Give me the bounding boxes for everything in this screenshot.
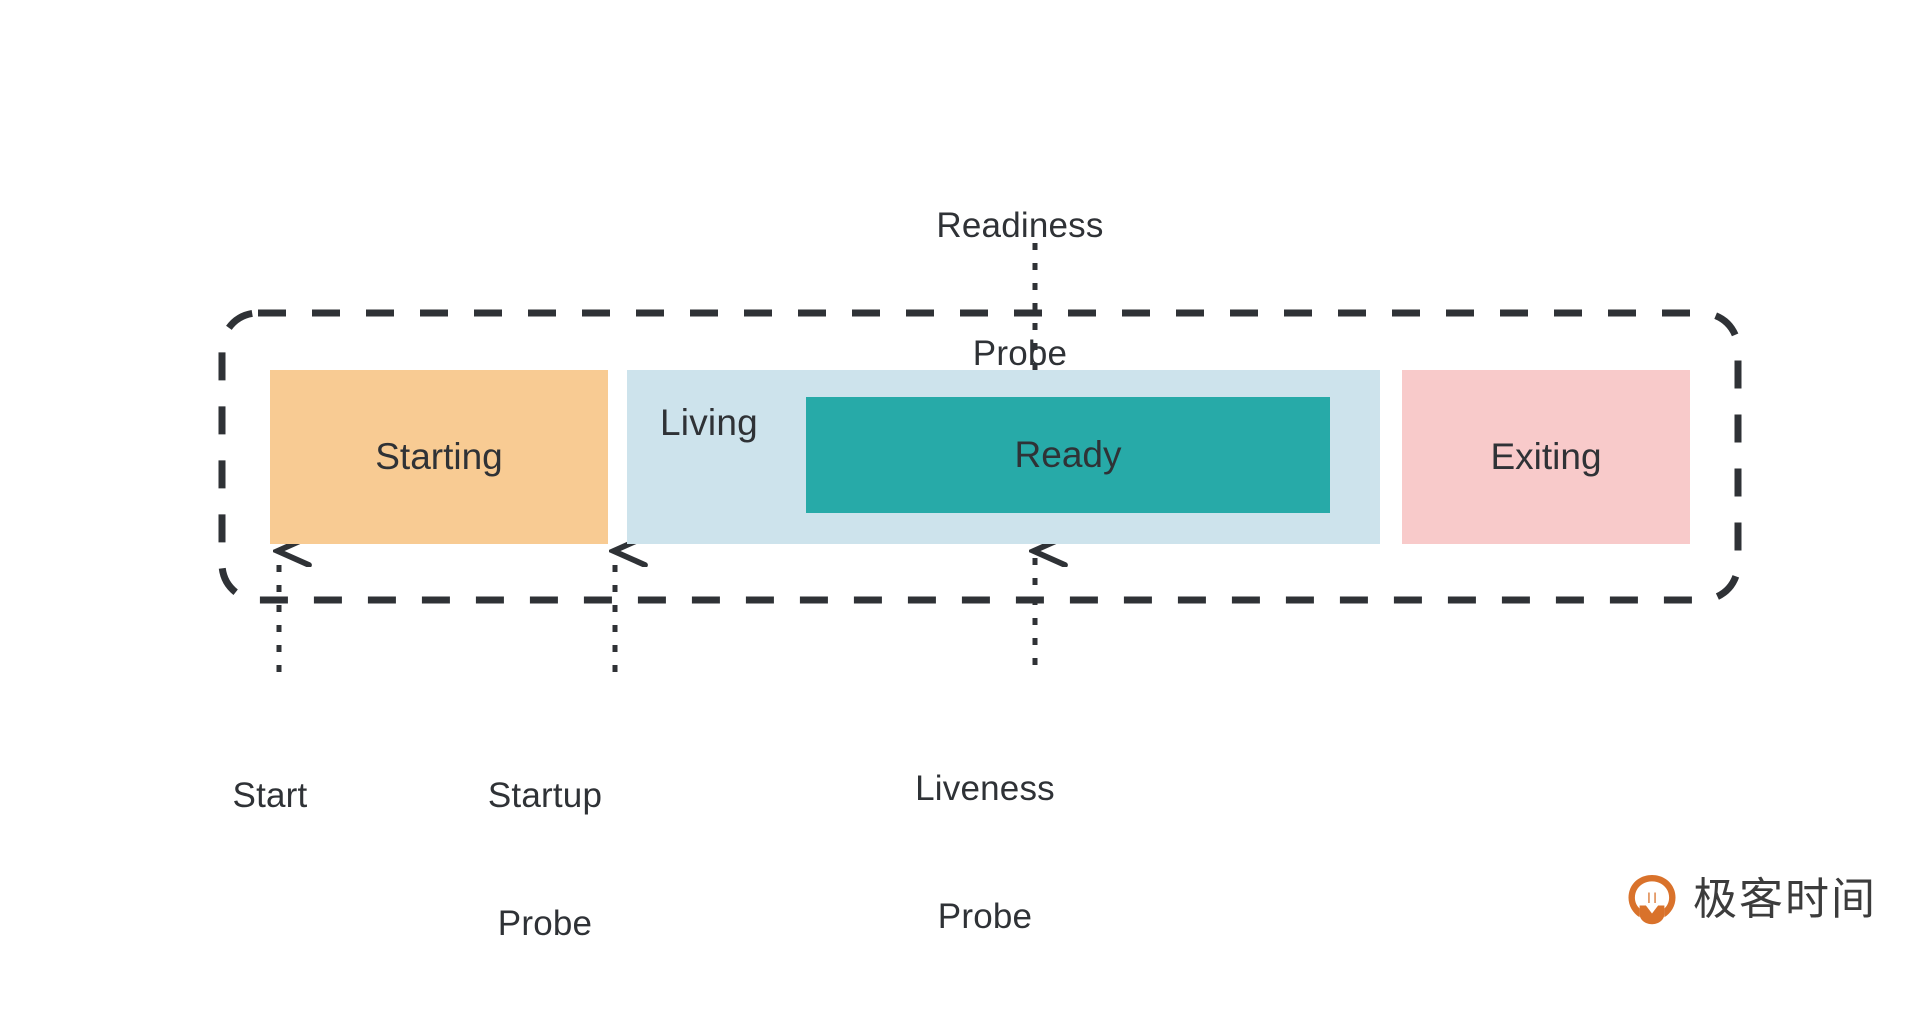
state-label-starting: Starting bbox=[375, 436, 503, 477]
state-label-living: Living bbox=[660, 402, 758, 443]
callout-startup-probe-line2: Probe bbox=[497, 904, 593, 944]
state-box-ready[interactable]: Ready bbox=[806, 397, 1330, 513]
state-box-starting[interactable]: Starting bbox=[270, 370, 608, 544]
pod-lifecycle-container bbox=[218, 309, 1742, 604]
state-box-exiting[interactable]: Exiting bbox=[1402, 370, 1690, 544]
state-label-exiting: Exiting bbox=[1490, 436, 1602, 477]
callout-readiness-probe-line1: Readiness bbox=[936, 206, 1104, 246]
brand-name: 极客时间 bbox=[1693, 874, 1877, 925]
callout-start: Start bbox=[170, 690, 370, 903]
callout-liveness-probe: Liveness Probe bbox=[860, 683, 1110, 1025]
callout-liveness-probe-line1: Liveness bbox=[915, 769, 1055, 809]
diagram-canvas: Starting Living Ready Exiting Readiness … bbox=[170, 120, 1877, 943]
callout-startup-probe-line1: Startup bbox=[487, 776, 603, 816]
callout-start-line1: Start bbox=[232, 776, 308, 816]
callout-readiness-probe: Readiness Probe bbox=[900, 120, 1140, 462]
diagram-vector-layer bbox=[218, 243, 1742, 672]
callout-liveness-probe-line2: Probe bbox=[937, 897, 1033, 937]
state-label-ready: Ready bbox=[1014, 434, 1122, 475]
geektime-logo-icon bbox=[1628, 875, 1676, 925]
callout-readiness-probe-line2: Probe bbox=[972, 334, 1068, 374]
brand-watermark: 极客时间 bbox=[1624, 872, 1877, 928]
callout-startup-probe: Startup Probe bbox=[435, 690, 655, 1032]
